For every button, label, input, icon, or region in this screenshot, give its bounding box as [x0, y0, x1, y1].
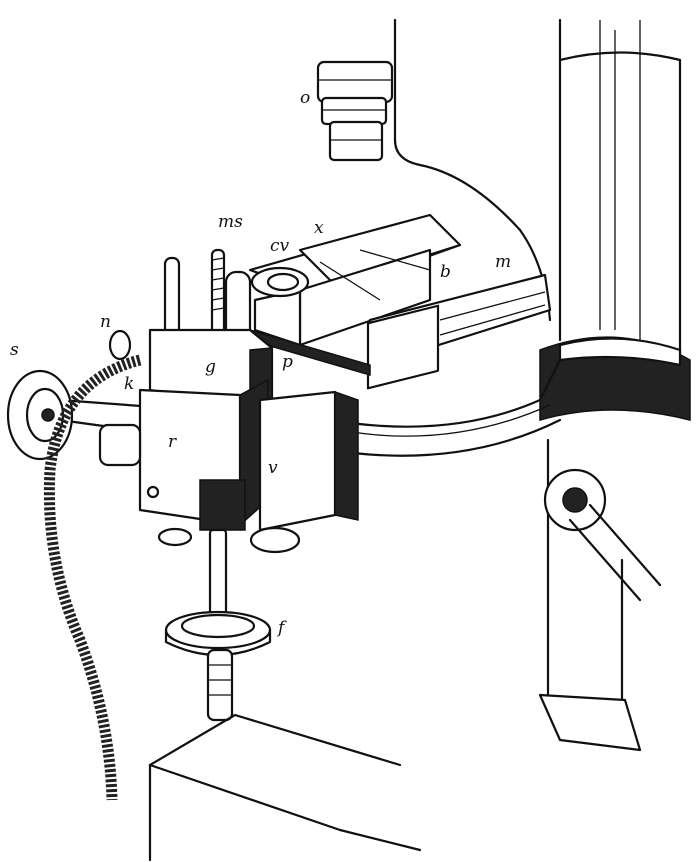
label-f: f: [278, 618, 285, 638]
label-b: b: [440, 262, 451, 282]
spindle-pulley: [164, 528, 272, 722]
label-r: r: [168, 432, 177, 452]
feed-block: [148, 248, 274, 407]
knife-holder-blocks: [138, 378, 359, 554]
handwheel-and-cable: [6, 329, 142, 801]
label-cv: cv: [270, 236, 290, 256]
pillar-clamp: [539, 336, 691, 602]
label-ms: ms: [218, 212, 243, 232]
label-p: p: [282, 352, 293, 372]
micrometer-scale: [249, 273, 552, 390]
specimen-stage: [248, 213, 462, 347]
label-n: n: [100, 312, 111, 332]
label-g: g: [205, 357, 216, 377]
label-v: v: [268, 458, 278, 478]
label-m: m: [495, 252, 512, 272]
base-block: [148, 713, 422, 862]
label-x: x: [314, 218, 324, 238]
label-o: o: [300, 88, 311, 108]
microscope-pillar: [393, 18, 682, 752]
label-k: k: [124, 374, 135, 394]
objective-lens: [316, 60, 394, 162]
label-s: s: [10, 340, 19, 360]
